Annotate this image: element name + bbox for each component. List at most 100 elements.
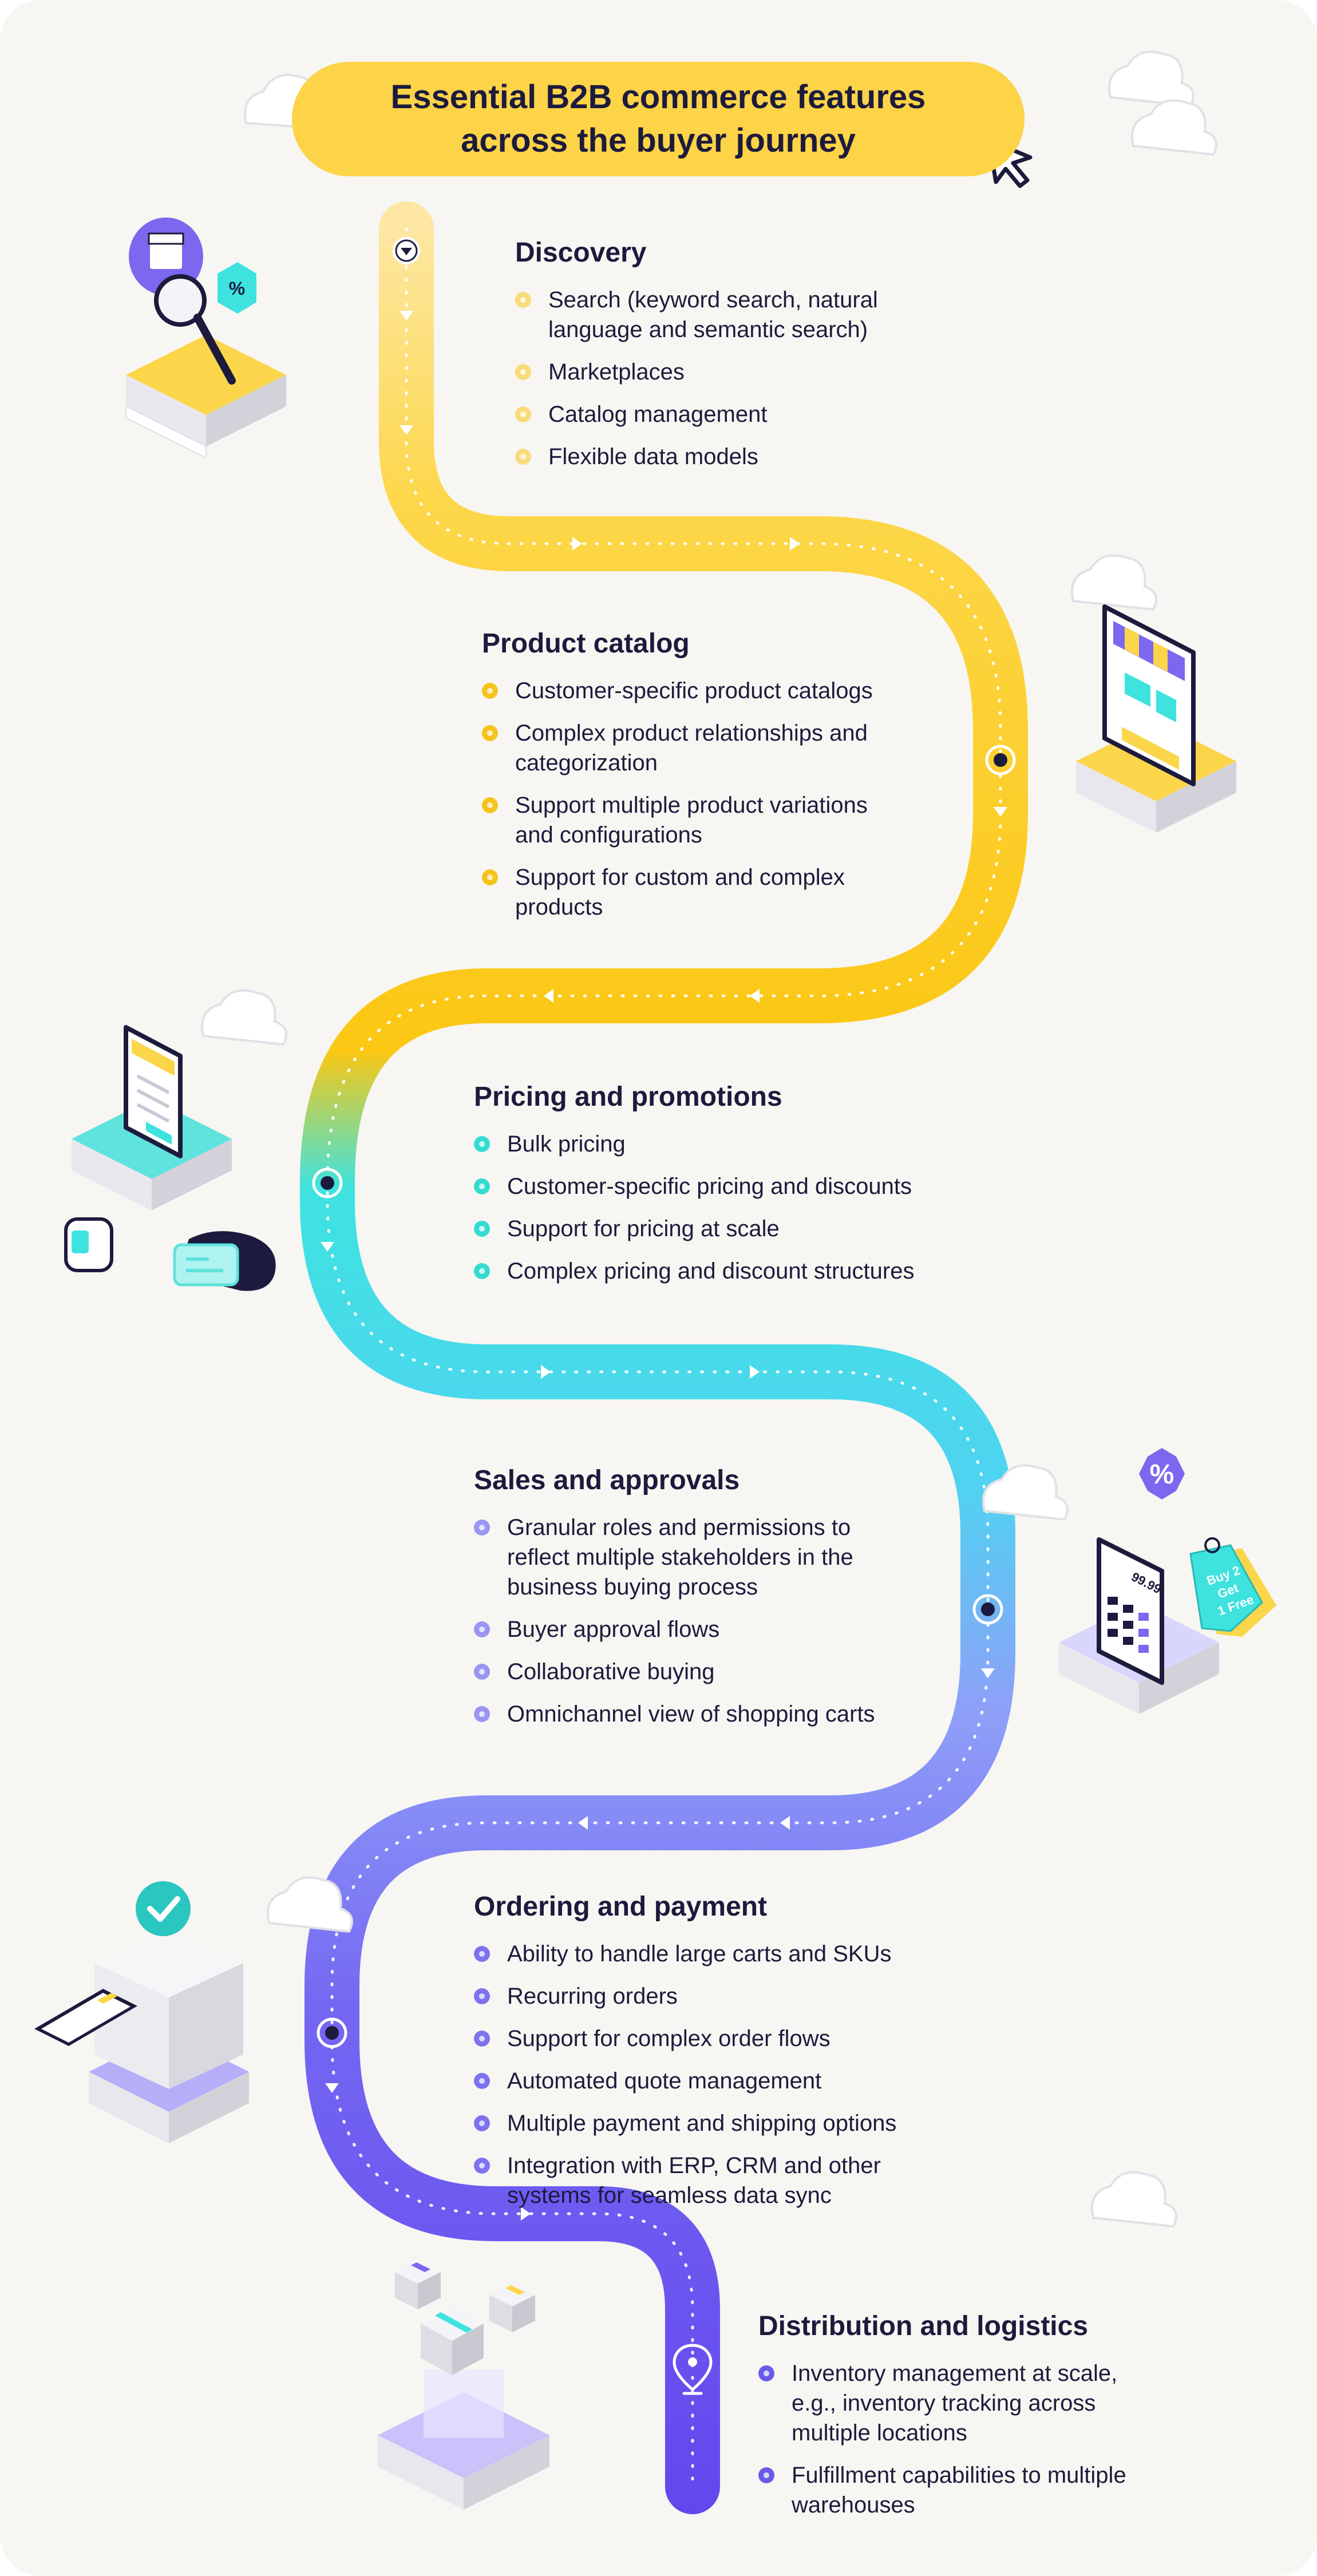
sales-calculator-illustration: 99.99 % Buy 2 Get 1 Free (1059, 1448, 1276, 1714)
section-heading: Sales and approvals (474, 1465, 740, 1495)
feature-text-line: Fulfillment capabilities to multiple (792, 2463, 1126, 2488)
feature-text-line: e.g., inventory tracking across (792, 2391, 1096, 2416)
left-arrow-icon (780, 1816, 790, 1830)
package-box-icon (421, 2306, 484, 2375)
feature-item: Customer-specific product catalogs (482, 676, 951, 706)
right-arrow-icon (790, 537, 800, 551)
bullet-dot-icon (758, 2467, 774, 2483)
bullet-dot-icon (474, 1221, 490, 1237)
waypoint-marker (985, 745, 1016, 775)
location-pin-icon (673, 2344, 713, 2395)
right-arrow-icon (572, 537, 582, 551)
feature-text-line: Support for pricing at scale (507, 1216, 780, 1241)
feature-item: Customer-specific pricing and discounts (474, 1172, 989, 1201)
bullet-dot-icon (474, 1621, 490, 1637)
left-arrow-icon (578, 1816, 588, 1830)
package-box-icon (489, 2284, 535, 2332)
feature-item: Collaborative buying (474, 1657, 943, 1687)
section-heading: Pricing and promotions (474, 1082, 782, 1112)
feature-text-line: categorization (515, 750, 658, 775)
feature-item: Search (keyword search, natural language … (515, 285, 962, 345)
bullet-dot-icon (515, 364, 531, 380)
bullet-dot-icon (474, 1706, 490, 1722)
road-arrows (321, 311, 1007, 2221)
bullet-dot-icon (474, 2073, 490, 2089)
vr-headset-icon (173, 1231, 276, 1291)
feature-list: Search (keyword search, natural language … (515, 285, 962, 472)
feature-item: Integration with ERP, CRM and other syste… (474, 2151, 989, 2210)
feature-item: Multiple payment and shipping options (474, 2108, 989, 2138)
feature-text-line: Search (keyword search, natural (548, 287, 878, 312)
right-arrow-icon (541, 1365, 551, 1379)
section-heading: Product catalog (482, 628, 690, 659)
bullet-dot-icon (474, 1988, 490, 2004)
right-arrow-icon (750, 1365, 760, 1379)
page-title: Essential B2B commerce features across t… (292, 62, 1025, 176)
feature-text-line: Flexible data models (548, 444, 758, 469)
feature-text-line: Complex pricing and discount structures (507, 1259, 915, 1284)
feature-text-line: Customer-specific pricing and discounts (507, 1174, 912, 1199)
bullet-dot-icon (474, 1136, 490, 1152)
feature-item: Inventory management at scale,e.g., inve… (758, 2359, 1228, 2448)
section-heading: Discovery (515, 238, 647, 268)
bullet-dot-icon (474, 1178, 490, 1194)
distribution-boxes-illustration (378, 2261, 549, 2510)
percent-badge-icon (1139, 1448, 1185, 1499)
bullet-dot-icon (515, 449, 531, 465)
smartwatch-icon (64, 1217, 113, 1272)
bullet-dot-icon (474, 1664, 490, 1680)
discovery-illustration: % (125, 217, 286, 459)
feature-text-line: Customer-specific product catalogs (515, 678, 873, 703)
down-arrow-icon (400, 311, 413, 320)
bullet-dot-icon (474, 1946, 490, 1962)
checkmark-icon (136, 1881, 191, 1936)
feature-text-line: Multiple payment and shipping options (507, 2111, 897, 2136)
cloud-icon (267, 1876, 353, 1933)
feature-item: Recurring orders (474, 1981, 989, 2011)
cloud-icon (1071, 554, 1157, 611)
feature-item: Support for pricing at scale (474, 1214, 989, 1244)
feature-text-line: Catalog management (548, 402, 768, 427)
feature-item: Complex product relationships and categor… (482, 718, 951, 778)
bullet-dot-icon (515, 406, 531, 422)
feature-item: Flexible data models (515, 442, 962, 472)
waypoint-start (393, 237, 420, 264)
pricing-phone-illustration (64, 1025, 276, 1291)
down-arrow-icon (400, 425, 413, 435)
section-heading: Ordering and payment (474, 1892, 768, 1922)
feature-item: Omnichannel view of shopping carts (474, 1699, 943, 1729)
feature-text-line: Support for complex order flows (507, 2026, 830, 2051)
right-arrow-icon (521, 2207, 531, 2221)
left-arrow-icon (750, 989, 760, 1003)
feature-list: Inventory management at scale,e.g., inve… (758, 2359, 1228, 2520)
feature-text-line: Complex product relationships and (515, 721, 868, 746)
down-arrow-icon (981, 1668, 995, 1678)
feature-text-line: language and semantic search) (548, 317, 868, 342)
percent-tag-icon (217, 262, 256, 314)
feature-text-line: systems for seamless data sync (507, 2183, 832, 2208)
feature-item: Automated quote management (474, 2066, 989, 2096)
bullet-dot-icon (482, 683, 498, 699)
feature-item: Ability to handle large carts and SKUs (474, 1939, 989, 1969)
ordering-terminal-illustration (34, 1881, 249, 2143)
feature-item: Support for complex order flows (474, 2024, 989, 2053)
feature-item: Bulk pricing (474, 1129, 989, 1159)
feature-text-line: Integration with ERP, CRM and other (507, 2153, 881, 2178)
feature-text-line: and configurations (515, 822, 702, 848)
down-arrow-icon (994, 807, 1007, 817)
title-line-1: Essential B2B commerce features (390, 78, 926, 116)
